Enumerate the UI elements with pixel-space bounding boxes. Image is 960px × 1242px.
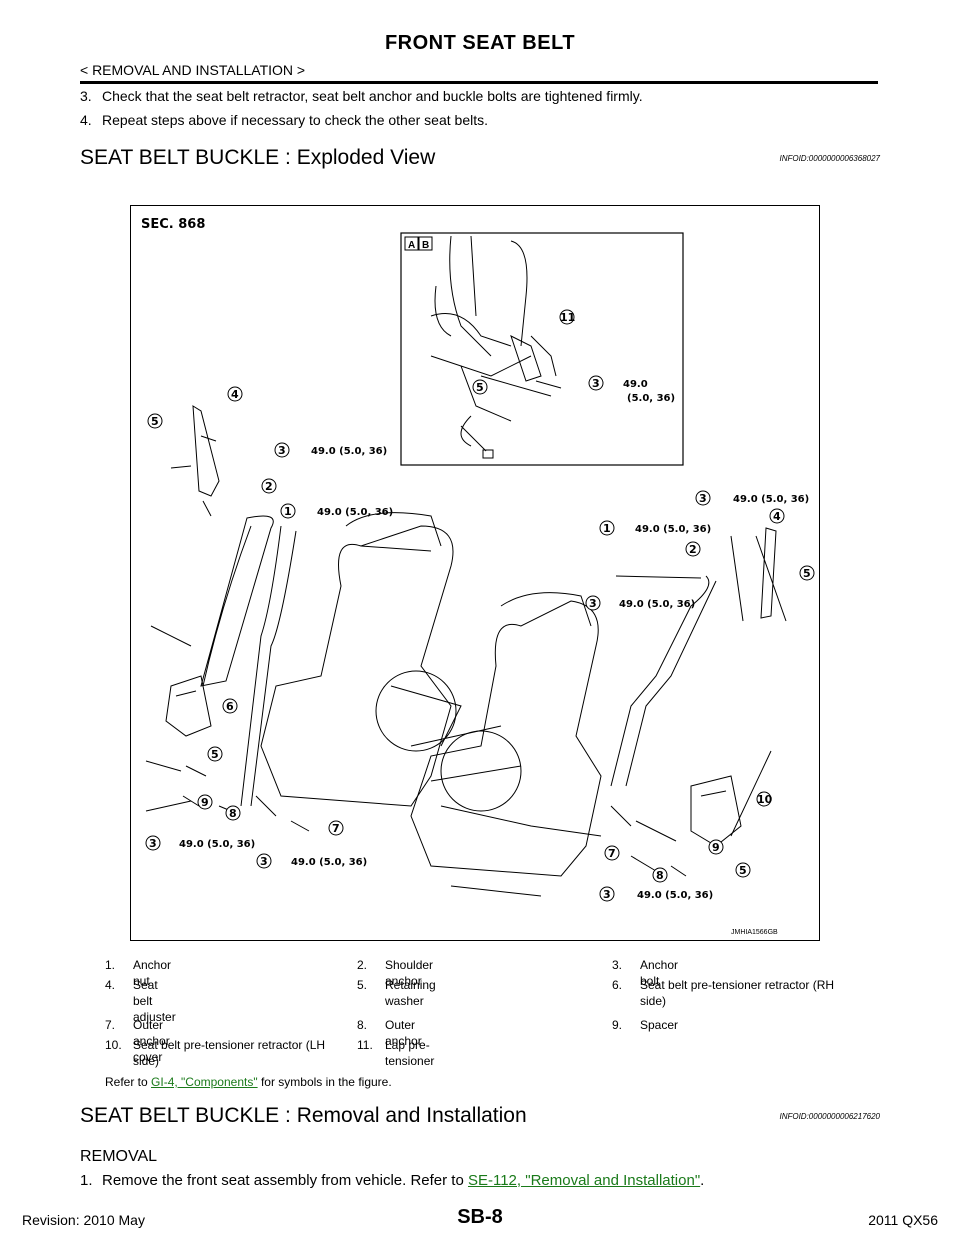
- step-text: Repeat steps above if necessary to check…: [102, 112, 488, 128]
- vehicle-model: 2011 QX56: [868, 1212, 938, 1228]
- detail-inset: [400, 232, 684, 466]
- callout-7b: 7: [608, 847, 616, 860]
- components-link[interactable]: GI-4, "Components": [151, 1075, 258, 1089]
- torque-label: 49.0 (5.0, 36): [637, 890, 713, 901]
- step-number: 3.: [80, 88, 92, 104]
- callout-3c: 3: [260, 855, 268, 868]
- section-breadcrumb: < REMOVAL AND INSTALLATION >: [80, 62, 306, 78]
- torque-label: 49.0 (5.0, 36): [635, 524, 711, 535]
- step-4: 4. Repeat steps above if necessary to che…: [80, 112, 488, 128]
- callout-4b: 4: [773, 510, 781, 523]
- callout-1: 1: [284, 505, 292, 518]
- torque-label: 49.0 (5.0, 36): [317, 507, 393, 518]
- torque-label-line2: (5.0, 36): [627, 393, 675, 404]
- removal-installation-heading: SEAT BELT BUCKLE : Removal and Installat…: [80, 1104, 880, 1128]
- inset-label-b: B: [422, 240, 429, 251]
- left-belt-assembly: [145, 405, 310, 832]
- sec-label: SEC. 868: [141, 217, 205, 232]
- callout-7: 7: [332, 822, 340, 835]
- torque-label: 49.0 (5.0, 36): [291, 857, 367, 868]
- page-title: FRONT SEAT BELT: [384, 32, 576, 54]
- info-id: INFOID:0000000006217620: [779, 1112, 880, 1121]
- callout-11: 11: [560, 311, 575, 324]
- right-belt-assembly: [610, 527, 787, 877]
- step-number: 4.: [80, 112, 92, 128]
- torque-label: 49.0 (5.0, 36): [733, 494, 809, 505]
- inset-label-b-box: [418, 236, 433, 251]
- torque-label: 49.0 (5.0, 36): [311, 446, 387, 457]
- inset-buckle-drawing: [430, 235, 562, 459]
- exploded-view-drawing: SEC. 868 A B: [141, 217, 815, 936]
- figure-id: JMHIA1566GB: [731, 929, 778, 936]
- callout-5b: 5: [211, 748, 219, 761]
- step-number: 1.: [80, 1172, 93, 1189]
- inset-label-a: A: [408, 240, 415, 251]
- callout-3d: 3: [592, 377, 600, 390]
- exploded-view-figure: SEC. 868 A B: [130, 205, 820, 941]
- torque-labels: 49.0 (5.0, 36) 49.0 (5.0, 36) 49.0 (5.0,…: [179, 379, 809, 901]
- callout-5d: 5: [803, 567, 811, 580]
- section-title: SEAT BELT BUCKLE : Removal and Installat…: [80, 1104, 527, 1127]
- callout-9b: 9: [712, 841, 720, 854]
- callout-8: 8: [229, 807, 237, 820]
- torque-label: 49.0 (5.0, 36): [179, 839, 255, 850]
- callout-3f: 3: [589, 597, 597, 610]
- callout-3e: 3: [699, 492, 707, 505]
- step-3: 3. Check that the seat belt retractor, se…: [80, 88, 643, 104]
- seat-drawings: [260, 512, 602, 897]
- callout-3: 3: [278, 444, 286, 457]
- callout-8b: 8: [656, 869, 664, 882]
- inset-label-a-box: [404, 236, 419, 251]
- step-text: Check that the seat belt retractor, seat…: [102, 88, 643, 104]
- torque-label: 49.0 (5.0, 36): [619, 599, 695, 610]
- step-text: Remove the front seat assembly from vehi…: [102, 1172, 468, 1189]
- revision-date: Revision: 2010 May: [22, 1212, 145, 1228]
- torque-label-line1: 49.0: [623, 379, 648, 390]
- section-title: SEAT BELT BUCKLE : Exploded View: [80, 146, 436, 169]
- callout-5: 5: [151, 415, 159, 428]
- removal-subheading: REMOVAL: [80, 1148, 158, 1165]
- callout-4: 4: [231, 388, 239, 401]
- callout-1b: 1: [603, 522, 611, 535]
- callout-numbers: 4 5 3 2 1 6 5 9 8 7 3 3 11 5 3 3 4 1 2 5…: [145, 309, 815, 902]
- removal-step-1: 1. Remove the front seat assembly from ve…: [80, 1172, 705, 1189]
- page-number: SB-8: [457, 1206, 503, 1228]
- callout-10: 10: [757, 793, 773, 806]
- header-divider: [80, 81, 878, 84]
- callout-6: 6: [226, 700, 234, 713]
- exploded-view-heading: SEAT BELT BUCKLE : Exploded View INFOID:…: [80, 146, 880, 170]
- figure-reference: Refer to GI-4, "Components" for symbols …: [105, 1075, 392, 1089]
- callout-3g: 3: [603, 888, 611, 901]
- callout-3b: 3: [149, 837, 157, 850]
- callout-2b: 2: [689, 543, 697, 556]
- seat-removal-link[interactable]: SE-112, "Removal and Installation": [467, 1172, 701, 1189]
- callout-2: 2: [265, 480, 273, 493]
- callout-5e: 5: [739, 864, 747, 877]
- callout-9: 9: [201, 796, 209, 809]
- callout-5c: 5: [476, 381, 484, 394]
- info-id: INFOID:0000000006368027: [779, 154, 880, 163]
